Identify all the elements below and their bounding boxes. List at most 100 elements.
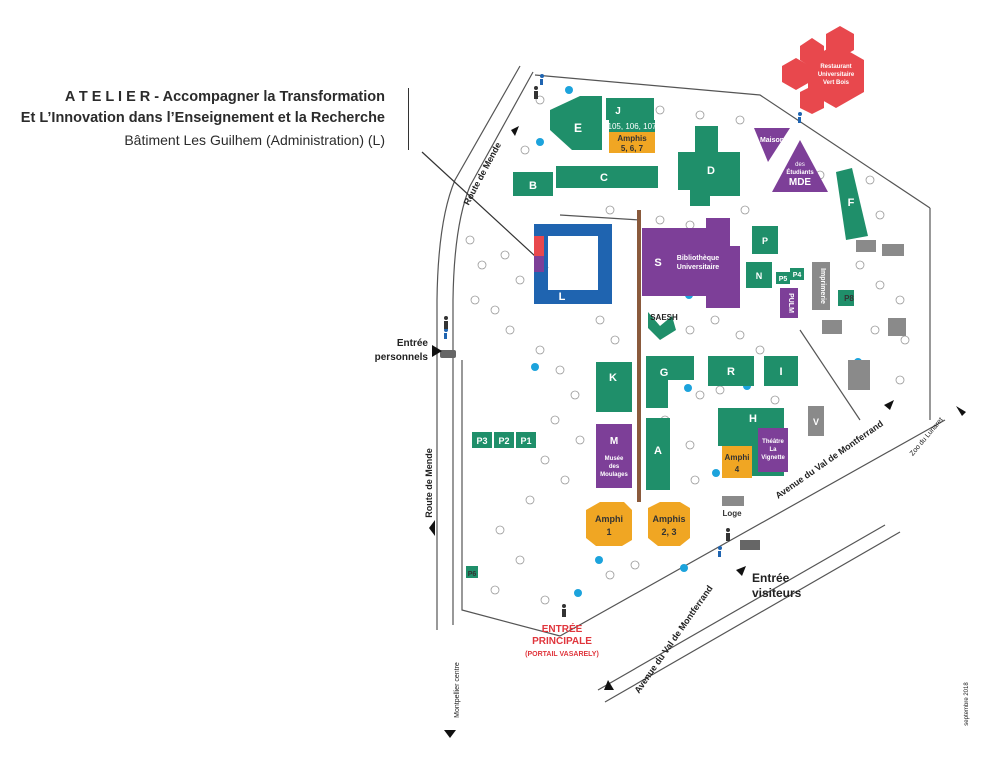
wheelchair-icon xyxy=(444,328,448,339)
building-R[interactable]: R xyxy=(708,356,754,386)
building-F-label: F xyxy=(848,197,855,209)
tree xyxy=(865,175,875,185)
tree xyxy=(855,260,865,270)
tree xyxy=(525,495,535,505)
musee-label-a: Musée xyxy=(605,456,624,462)
building-M-label: M xyxy=(610,436,618,447)
tree xyxy=(495,525,505,535)
building-P5[interactable]: P5 xyxy=(776,272,790,284)
tree xyxy=(875,280,885,290)
building-L[interactable]: L xyxy=(534,224,612,304)
central-walkway xyxy=(637,210,641,502)
building-B[interactable]: B xyxy=(513,172,553,196)
campus-west-edge xyxy=(461,360,561,637)
building-amphi-4[interactable]: Amphi 4 xyxy=(722,446,752,478)
tree xyxy=(895,375,905,385)
tree xyxy=(695,110,705,120)
building-P4[interactable]: P4 xyxy=(790,268,804,280)
building-I[interactable]: I xyxy=(764,356,798,386)
building-amphis-2-3[interactable]: Amphis 2, 3 xyxy=(648,502,690,546)
building-P8[interactable]: P8 xyxy=(838,290,854,306)
restaurant-hex xyxy=(800,86,824,114)
building-F[interactable]: F xyxy=(836,168,868,240)
route-de-mende-top-label: Route de Mende xyxy=(462,141,503,207)
building-K[interactable]: K xyxy=(596,362,632,412)
building-theatre-la-vignette[interactable]: Théâtre La Vignette xyxy=(758,428,788,472)
mde-label-des: des xyxy=(795,162,805,168)
amphis23-label-a: Amphis xyxy=(652,514,685,524)
theatre-label-b: La xyxy=(769,447,777,453)
mde-label-maison: Maison xyxy=(760,137,784,144)
building-amphis-5-6-7[interactable]: Amphis 5, 6, 7 xyxy=(609,132,655,153)
building-V[interactable]: V xyxy=(808,406,824,436)
tree xyxy=(595,315,605,325)
route-mende-arrow-icon xyxy=(429,520,435,536)
building-L-label: L xyxy=(559,291,566,303)
av-montferrand-line2 xyxy=(604,531,901,703)
building-P1[interactable]: P1 xyxy=(516,432,536,448)
route-de-mende-left-label: Route de Mende xyxy=(424,448,434,518)
building-pulm[interactable]: PULM xyxy=(780,288,798,318)
building-imprimerie[interactable]: Imprimerie xyxy=(812,262,830,310)
building-P3[interactable]: P3 xyxy=(472,432,492,448)
building-P[interactable]: P xyxy=(752,226,778,254)
building-M-musee[interactable]: M Musée des Moulages xyxy=(596,424,632,488)
bu-label-b: Universitaire xyxy=(677,264,720,271)
building-restaurant-universitaire[interactable]: Restaurant Universitaire Vert Bois xyxy=(782,26,864,114)
amphis567-label-b: 5, 6, 7 xyxy=(621,144,644,153)
building-pulm-label: PULM xyxy=(787,293,794,313)
tree xyxy=(630,560,640,570)
tree xyxy=(895,295,905,305)
restaurant-label-a: Restaurant xyxy=(820,64,851,70)
building-C[interactable]: C xyxy=(556,166,658,188)
tree xyxy=(710,315,720,325)
tree xyxy=(515,275,525,285)
tree xyxy=(655,105,665,115)
building-saesh[interactable]: SAESH xyxy=(648,312,678,340)
grey-building xyxy=(882,244,904,256)
building-D-label: D xyxy=(707,165,715,177)
building-P6[interactable]: P6 xyxy=(466,566,478,578)
building-L-highlight-red xyxy=(534,236,544,256)
building-N[interactable]: N xyxy=(746,262,772,288)
entree-principale-label-c: (PORTAIL VASARELY) xyxy=(525,651,599,658)
montpellier-centre-arrow-icon xyxy=(444,730,456,738)
entree-principale-label-b: PRINCIPALE xyxy=(532,636,592,647)
tree xyxy=(685,440,695,450)
tree xyxy=(715,385,725,395)
entree-visiteurs-arrow-icon xyxy=(736,566,746,576)
montpellier-centre-label: Montpellier centre xyxy=(454,662,461,718)
building-P8-label: P8 xyxy=(844,294,854,303)
building-P2[interactable]: P2 xyxy=(494,432,514,448)
campus-north-edge xyxy=(534,74,931,209)
musee-label-c: Moulages xyxy=(600,472,628,478)
pedestrian-icon xyxy=(444,316,448,329)
tree xyxy=(560,475,570,485)
restaurant-label-b: Universitaire xyxy=(818,72,855,78)
building-amphi-1[interactable]: Amphi 1 xyxy=(586,502,632,546)
entree-personnels-arrow-icon xyxy=(432,345,442,357)
pedestrian-icon xyxy=(726,528,730,541)
building-S-bibliotheque[interactable]: S Bibliothèque Universitaire xyxy=(642,218,740,308)
entree-personnels-label-a: Entrée xyxy=(397,338,429,349)
loge-building xyxy=(722,496,744,506)
building-J[interactable]: J 105, 106, 107 xyxy=(606,98,657,132)
route-mende-top-arrow-icon xyxy=(511,126,519,136)
tree xyxy=(875,210,885,220)
building-G[interactable]: G xyxy=(646,356,694,408)
building-A[interactable]: A xyxy=(646,418,670,490)
info-dot xyxy=(595,556,603,564)
wheelchair-icon xyxy=(798,112,802,123)
building-I-label: I xyxy=(779,366,782,378)
leader-line xyxy=(421,151,549,269)
tree xyxy=(470,295,480,305)
tree xyxy=(520,145,530,155)
header-title-line2: Et L’Innovation dans l’Enseignement et l… xyxy=(20,110,385,126)
zoo-arrow-icon xyxy=(956,406,966,416)
building-maison-des-etudiants[interactable]: Maison des Étudiants MDE xyxy=(754,128,828,192)
building-S-label: S xyxy=(654,257,661,269)
building-E[interactable]: E xyxy=(550,96,602,150)
pedestrian-icon xyxy=(534,86,538,99)
building-D[interactable]: D xyxy=(678,126,740,206)
